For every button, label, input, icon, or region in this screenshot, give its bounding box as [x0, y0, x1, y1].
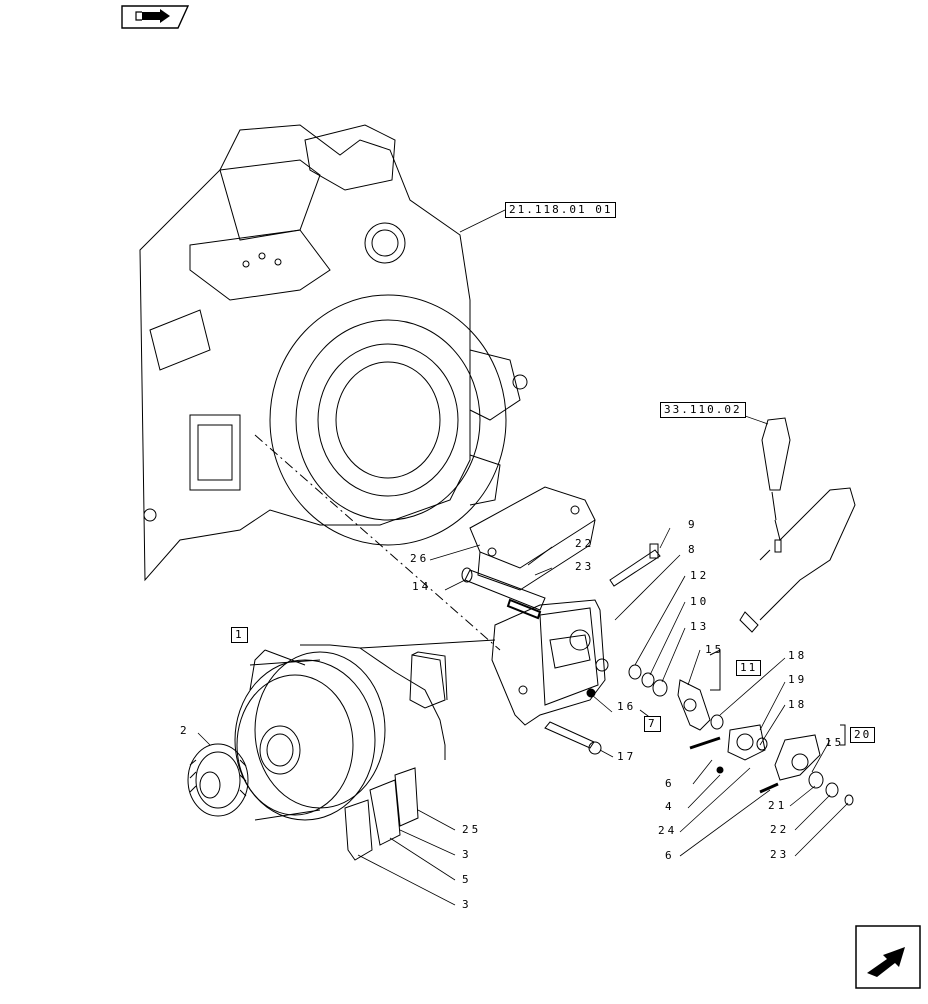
- back-page-icon: [121, 5, 190, 29]
- callout-24: 24: [658, 824, 678, 837]
- callout-2: 2: [180, 724, 190, 737]
- group-11-bracket: [709, 649, 721, 691]
- callout-12: 12: [690, 569, 710, 582]
- ref-box-frame[interactable]: 21.118.01 01: [505, 202, 617, 218]
- bolt-17: [544, 721, 602, 755]
- callout-22-b: 22: [770, 823, 790, 836]
- callout-6-b: 6: [665, 849, 675, 862]
- callout-15-b: 15: [825, 736, 845, 749]
- center-axis-line: [254, 434, 501, 651]
- leader-lines: [197, 209, 849, 906]
- callout-23: 23: [575, 560, 595, 573]
- callout-10: 10: [690, 595, 710, 608]
- transmission-housing: [139, 124, 528, 582]
- next-page-button[interactable]: [855, 925, 921, 989]
- callout-22: 22: [575, 537, 595, 550]
- callout-14: 14: [412, 580, 432, 593]
- callout-25: 25: [462, 823, 482, 836]
- brake-pads: [344, 651, 448, 861]
- next-page-arrow-icon: [855, 925, 921, 989]
- gear-2: [187, 743, 249, 817]
- callout-6: 6: [665, 777, 675, 790]
- group-1-leader: [359, 639, 496, 649]
- mounting-bracket: [469, 486, 596, 591]
- callout-19: 19: [788, 673, 808, 686]
- callout-4: 4: [665, 800, 675, 813]
- callout-9: 9: [688, 518, 698, 531]
- callout-15: 15: [705, 643, 725, 656]
- callout-8: 8: [688, 543, 698, 556]
- lever-20: [774, 734, 821, 781]
- group-20-bracket: [840, 724, 846, 746]
- callout-18-b: 18: [788, 698, 808, 711]
- callout-23-b: 23: [770, 848, 790, 861]
- callout-13: 13: [690, 620, 710, 633]
- group-box-1[interactable]: 1: [231, 627, 248, 643]
- callout-26: 26: [410, 552, 430, 565]
- back-page-button[interactable]: [120, 4, 190, 30]
- group-1-bracket: [249, 644, 446, 760]
- group-box-11[interactable]: 11: [736, 660, 762, 676]
- group-box-20[interactable]: 20: [850, 727, 876, 743]
- callout-18: 18: [788, 649, 808, 662]
- pin-14: [461, 567, 546, 620]
- bolt-9: [609, 543, 661, 587]
- cam-assembly: [689, 724, 779, 794]
- callout-3: 3: [462, 848, 472, 861]
- callout-16: 16: [617, 700, 637, 713]
- callout-5: 5: [462, 873, 472, 886]
- brake-housing: [491, 599, 609, 726]
- ref-box-handle[interactable]: 33.110.02: [660, 402, 746, 418]
- lever-15: [677, 679, 711, 731]
- brake-disc-pack: [234, 651, 386, 821]
- callout-3-b: 3: [462, 898, 472, 911]
- handbrake-handle: [739, 417, 856, 633]
- callout-17: 17: [617, 750, 637, 763]
- callout-21: 21: [768, 799, 788, 812]
- washers: [586, 664, 854, 806]
- group-box-7[interactable]: 7: [644, 716, 661, 732]
